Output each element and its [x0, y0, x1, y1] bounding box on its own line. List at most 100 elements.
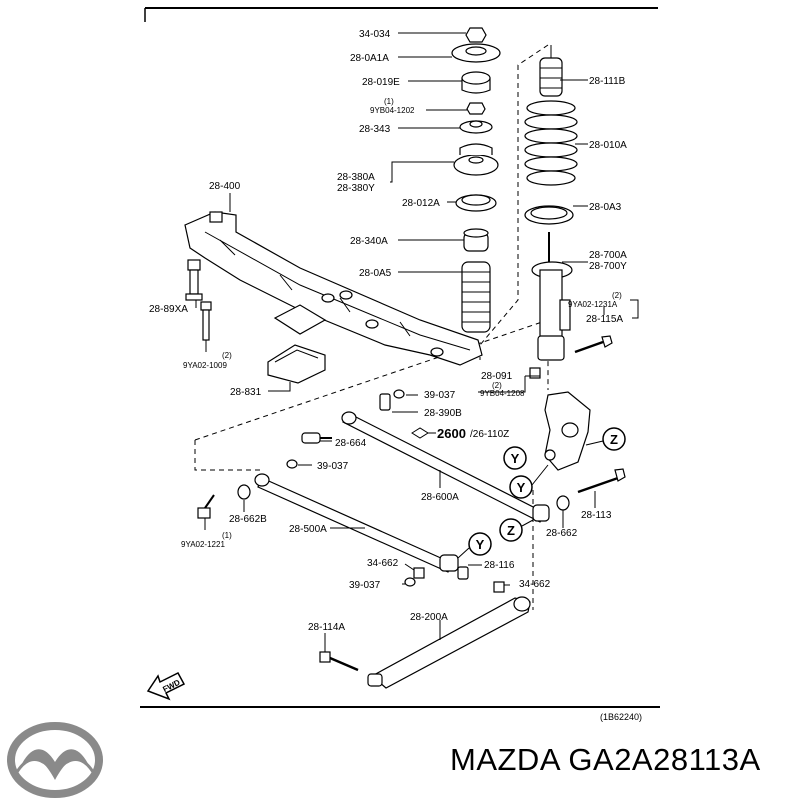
view-marker-z-lower — [499, 518, 534, 542]
view-marker-z-upper — [585, 427, 626, 451]
bolt-9ya02-1221 — [197, 494, 215, 519]
mount-rubber-28-019e — [461, 71, 491, 94]
leader-lines — [195, 32, 639, 652]
brand-caption: MAZDA GA2A28113A — [450, 742, 761, 777]
part-label-34-662-upper: 34-662 — [367, 558, 399, 569]
part-label-28-664: 28-664 — [335, 438, 367, 449]
bushing-28-664 — [301, 432, 332, 444]
pad-28-831 — [267, 344, 326, 384]
strut-28-700a — [531, 232, 573, 361]
part-label-28-831: 28-831 — [230, 387, 262, 398]
part-label-28-0a3: 28-0A3 — [589, 202, 622, 213]
part-label-28-115a: 28-115A — [586, 314, 623, 325]
bolt-28-390b — [379, 393, 391, 411]
part-label-28-390b: 28-390B — [424, 408, 462, 419]
nut-28-091 — [529, 367, 541, 379]
washer-39-037-low — [404, 577, 416, 587]
part-label-28-091: 28-091 — [481, 371, 513, 382]
part-qty-9ya02-1009: (2) — [222, 351, 232, 360]
part-label-39-037-low: 39-037 — [349, 580, 381, 591]
assembly-dashed-outline-3 — [194, 440, 260, 471]
spring-seat-28-111b — [539, 45, 563, 97]
part-label-9ya02-1221: 9YA02-1221 — [181, 540, 225, 549]
view-marker-y-right — [503, 446, 527, 470]
part-label-28-0a1a: 28-0A1A — [350, 53, 389, 64]
group-reference: 2600 /26-110Z — [411, 426, 509, 441]
view-marker-letter: Y — [476, 537, 485, 552]
part-qty-9ya02-1231a: (2) — [612, 291, 622, 300]
part-label-28-343: 28-343 — [359, 124, 391, 135]
strut-mount-28-380a — [453, 143, 499, 176]
washer-39-037-mid — [286, 459, 298, 469]
part-label-28-380a: 28-380A — [337, 172, 375, 183]
trailing-arm-28-200a — [367, 596, 531, 689]
part-label-28-662b: 28-662B — [229, 514, 267, 525]
part-label-9ya02-1009: 9YA02-1009 — [183, 361, 227, 370]
part-qty-9yb04-1202: (1) — [384, 97, 394, 106]
part-label-28-340a: 28-340A — [350, 236, 388, 247]
view-marker-letter: Z — [610, 432, 618, 447]
nut-34-662-upper — [413, 567, 425, 579]
view-marker-letter: Z — [507, 523, 515, 538]
part-label-39-037-mid: 39-037 — [317, 461, 349, 472]
washer-39-037-top — [393, 389, 405, 399]
mount-plate-28-0a1a — [451, 43, 501, 63]
crossmember-28-400 — [184, 211, 483, 366]
group-reference-suffix: /26-110Z — [470, 429, 509, 440]
part-label-28-010a: 28-010A — [589, 140, 627, 151]
part-label-28-111b: 28-111B — [589, 76, 626, 87]
part-label-9yb04-1208: 9YB04-1208 — [480, 389, 525, 398]
part-qty-9yb04-1208: (2) — [492, 381, 502, 390]
part-label-9ya02-1231a: 9YA02-1231A — [568, 300, 618, 309]
view-marker-y-upper — [509, 464, 549, 499]
part-label-28-380y: 28-380Y — [337, 183, 375, 194]
part-label-28-400: 28-400 — [209, 181, 241, 192]
part-label-28-019e: 28-019E — [362, 77, 400, 88]
knuckle — [544, 391, 591, 471]
group-reference-number: 2600 — [437, 426, 466, 441]
washer-28-662b — [237, 484, 251, 500]
bolt-28-113 — [577, 468, 626, 494]
lateral-link-28-600a — [341, 411, 550, 523]
washer-28-343 — [459, 120, 493, 134]
part-label-34-034: 34-034 — [359, 29, 391, 40]
part-label-9yb04-1202: 9YB04-1202 — [370, 106, 415, 115]
part-label-28-116: 28-116 — [484, 560, 515, 571]
mount-nut-34-034 — [465, 27, 487, 43]
dust-boot-28-0a5 — [461, 261, 491, 333]
seat-28-012a — [455, 194, 497, 212]
view-marker-y-lower — [457, 532, 492, 559]
coil-spring-28-010a — [524, 100, 578, 186]
bump-stop-28-340a — [463, 228, 489, 252]
bolt-28-114a — [319, 651, 359, 672]
bolt-28-89xa — [185, 259, 203, 301]
bolt-28-116 — [457, 566, 469, 580]
bolt-9ya02-1009 — [200, 301, 212, 341]
lateral-link-28-500a — [254, 473, 459, 573]
part-label-28-700a: 28-700A — [589, 250, 627, 261]
part-label-28-600a: 28-600A — [421, 492, 459, 503]
part-qty-9ya02-1221: (1) — [222, 531, 232, 540]
washer-28-662 — [556, 495, 570, 511]
part-label-28-500a: 28-500A — [289, 524, 327, 535]
part-label-28-200a: 28-200A — [410, 612, 448, 623]
part-label-28-113: 28-113 — [581, 510, 612, 521]
mount-nut-9yb04-1202 — [466, 102, 486, 115]
view-marker-letter: Y — [517, 480, 526, 495]
part-label-39-037-top: 39-037 — [424, 390, 456, 401]
part-label-34-662-lower: 34-662 — [519, 579, 551, 590]
part-label-28-700y: 28-700Y — [589, 261, 627, 272]
part-label-28-114a: 28-114A — [308, 622, 345, 633]
part-label-28-012a: 28-012A — [402, 198, 440, 209]
mazda-logo — [7, 722, 103, 798]
part-label-28-0a5: 28-0A5 — [359, 268, 392, 279]
view-marker-letter: Y — [511, 451, 520, 466]
drawing-code: (1B62240) — [600, 712, 643, 722]
bolt-28-115a — [574, 335, 613, 354]
forward-arrow: FWD — [146, 672, 186, 701]
part-label-28-89xa: 28-89XA — [149, 304, 188, 315]
spring-insulator-28-0a3 — [524, 205, 574, 225]
nut-34-662-lower — [493, 581, 505, 593]
